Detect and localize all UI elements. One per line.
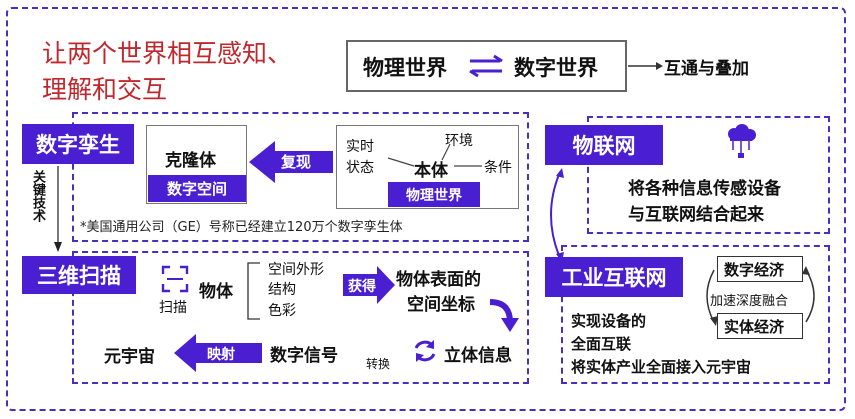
top-note: 互通与叠加 (664, 59, 749, 79)
structure-label: 结构 (268, 282, 296, 298)
body-label: 本体 (414, 161, 448, 181)
iot-title: 物联网 (545, 125, 663, 165)
state-label: 状态 (346, 160, 374, 176)
top-digital-world: 数字世界 (514, 56, 598, 80)
physical-world-label: 物理世界 (388, 182, 480, 207)
fusion-cycle-arrows (706, 266, 815, 326)
real-economy-box (717, 313, 803, 339)
iiot-line1: 实现设备的 (571, 312, 647, 330)
scan-icon (161, 265, 189, 293)
iot-line2: 与互联网结合起来 (628, 205, 764, 225)
coord-line2: 空间坐标 (407, 295, 475, 315)
physical-digital-box (346, 40, 627, 92)
realtime-label: 实时 (346, 139, 374, 155)
digital-economy-label: 数字经济 (724, 261, 785, 279)
iot-line1: 将各种信息传感设备 (628, 179, 781, 199)
digital-space-label: 数字空间 (148, 175, 246, 202)
iiot-line2: 全面互联 (571, 335, 632, 353)
digital-signal-label: 数字信号 (270, 346, 338, 366)
scan-panel (72, 251, 529, 384)
headline-line1: 让两个世界相互感知、 (42, 39, 293, 68)
mapping-arrow (174, 334, 262, 372)
obtain-label: 获得 (348, 279, 376, 295)
object-label: 物体 (199, 282, 233, 302)
shape-label: 空间外形 (268, 262, 324, 278)
iot-panel (587, 116, 830, 234)
metaverse-label: 元宇宙 (104, 347, 155, 367)
digital-economy-box (717, 256, 803, 282)
iiot-line3: 将实体产业全面接入元宇宙 (571, 358, 752, 376)
iiot-panel (561, 245, 830, 384)
color-label: 色彩 (268, 303, 296, 319)
top-note-arrow (628, 62, 663, 70)
condition-label: 条件 (484, 160, 512, 176)
reproduce-arrow (249, 141, 333, 183)
twin-title: 数字孪生 (22, 124, 134, 164)
real-economy-label: 实体经济 (724, 318, 785, 336)
down-turn-arrow (489, 299, 519, 332)
convert-cycle-icon (414, 340, 436, 362)
body-connector-lines (387, 143, 482, 167)
headline-line2: 理解和交互 (42, 75, 168, 104)
top-physical-world: 物理世界 (363, 56, 447, 80)
mapping-label: 映射 (207, 347, 235, 363)
solid-info-label: 立体信息 (444, 346, 512, 366)
iiot-title: 工业互联网 (545, 257, 683, 297)
coord-line1: 物体表面的 (396, 270, 481, 290)
key-tech-arrow (54, 166, 62, 252)
environment-label: 环境 (445, 133, 473, 149)
scan-label: 扫描 (159, 300, 187, 316)
twin-panel (72, 112, 529, 242)
cloud-network-icon (728, 124, 756, 158)
key-tech-label: 关键技术 (30, 170, 45, 222)
outer-frame (6, 7, 846, 411)
twin-footnote: *美国通用公司（GE）号称已经建立120万个数字孪生体 (80, 220, 403, 235)
scan-title: 三维扫描 (22, 256, 136, 294)
accel-label: 加速深度融合 (710, 294, 789, 309)
reproduce-label: 复现 (281, 153, 312, 171)
obtain-arrow (343, 266, 395, 304)
convert-label: 转换 (366, 357, 391, 371)
object-bracket (247, 262, 260, 320)
exchange-arrows-icon (469, 54, 503, 78)
clone-label: 克隆体 (165, 151, 216, 171)
